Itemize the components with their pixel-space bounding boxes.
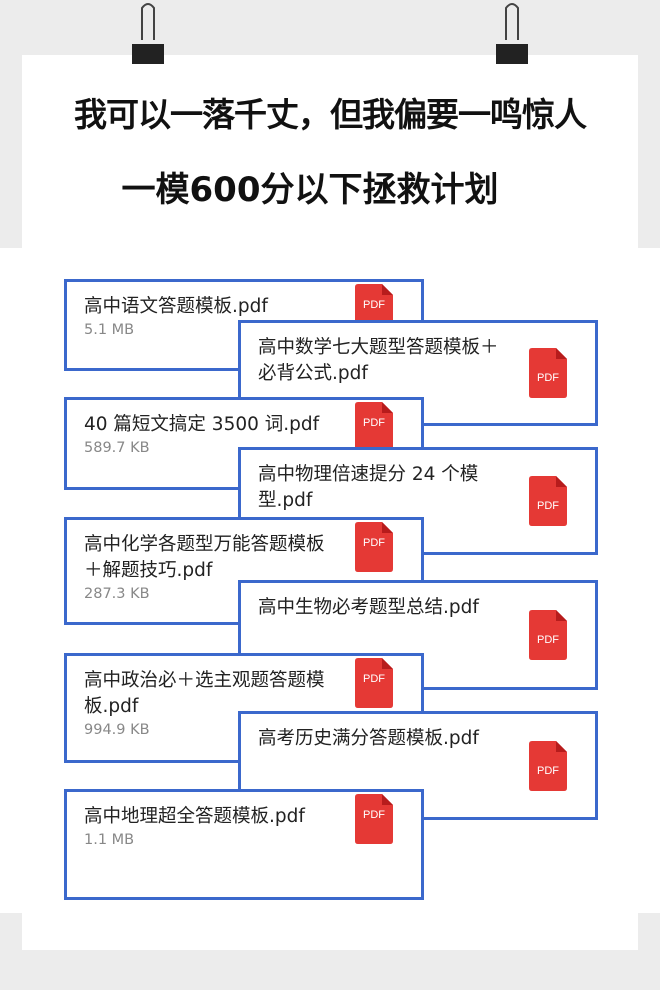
file-name: 高中地理超全答题模板.pdf [84,806,305,827]
binder-clip-icon [130,0,166,66]
file-name: 40 篇短文搞定 3500 词.pdf [84,414,320,435]
file-size: 1.1 MB [84,832,135,848]
file-name: 高中化学各题型万能答题模板＋解题技巧.pdf [84,534,325,581]
file-name: 高中物理倍速提分 24 个模型.pdf [258,464,479,511]
file-name: 高中生物必考题型总结.pdf [258,597,479,618]
file-card[interactable]: 高中地理超全答题模板.pdf 1.1 MB PDF [64,789,424,900]
pdf-file-icon: PDF [529,476,567,526]
pdf-icon-label: PDF [363,809,385,821]
pdf-icon-label: PDF [537,634,559,646]
pdf-icon-label: PDF [537,500,559,512]
file-name: 高考历史满分答题模板.pdf [258,728,479,749]
binder-clip-icon [494,0,530,66]
page-title: 我可以一落千丈，但我偏要一鸣惊人 [74,95,587,134]
pdf-icon-label: PDF [363,673,385,685]
pdf-icon-label: PDF [363,417,385,429]
file-size: 5.1 MB [84,322,135,338]
pdf-icon-label: PDF [537,372,559,384]
file-size: 994.9 KB [84,722,150,738]
pdf-file-icon: PDF [355,658,393,708]
file-size: 589.7 KB [84,440,150,456]
pdf-file-icon: PDF [529,610,567,660]
file-name: 高中政治必＋选主观题答题模板.pdf [84,670,325,717]
page-subtitle: 一模600分以下拯救计划 [121,170,499,210]
pdf-icon-label: PDF [363,537,385,549]
file-name: 高中数学七大题型答题模板＋必背公式.pdf [258,337,499,384]
pdf-file-icon: PDF [355,522,393,572]
pdf-file-icon: PDF [529,740,567,791]
pdf-icon-label: PDF [537,765,559,777]
pdf-icon-label: PDF [363,299,385,311]
file-name: 高中语文答题模板.pdf [84,296,268,317]
file-size: 287.3 KB [84,586,150,602]
pdf-file-icon: PDF [355,402,393,452]
poster-header [22,55,638,255]
poster-bottom [22,905,638,950]
pdf-file-icon: PDF [355,794,393,844]
pdf-file-icon: PDF [529,348,567,398]
